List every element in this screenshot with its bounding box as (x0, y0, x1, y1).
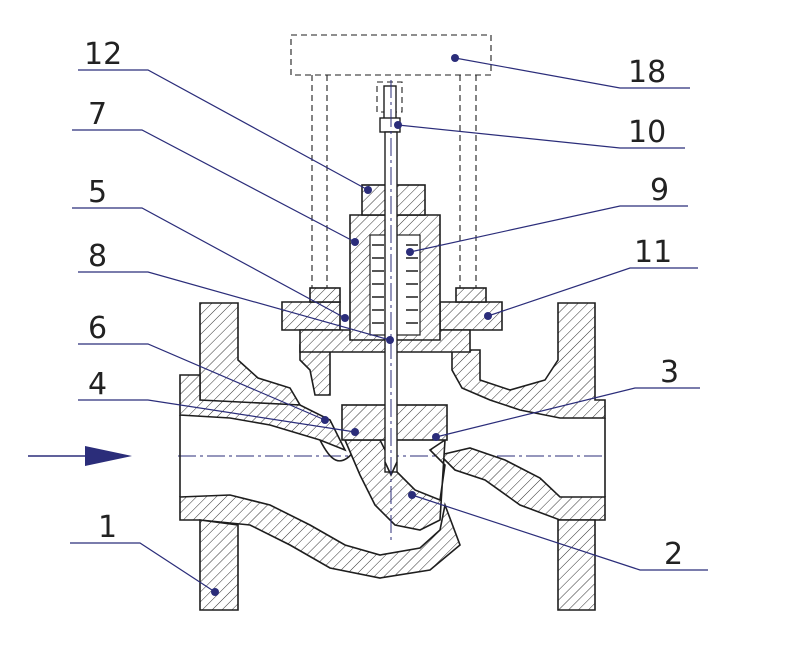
valve-stem (379, 80, 401, 540)
callout-7: 7 (88, 97, 107, 132)
callout-2: 2 (664, 537, 683, 572)
callout-5: 5 (88, 175, 107, 210)
leader-dots (211, 54, 492, 596)
callout-4: 4 (88, 367, 107, 402)
callout-3: 3 (660, 355, 679, 390)
valve-body (179, 302, 606, 611)
callout-18: 18 (628, 55, 666, 90)
callout-9: 9 (650, 173, 669, 208)
leader-lines (70, 57, 708, 593)
spring-icon (372, 244, 418, 324)
callout-11: 11 (634, 235, 672, 270)
callout-12: 12 (84, 37, 122, 72)
callout-6: 6 (88, 311, 107, 346)
callout-1: 1 (98, 510, 117, 545)
actuator-outline (290, 34, 492, 290)
flow-arrow-icon (28, 446, 132, 466)
callout-10: 10 (628, 115, 666, 150)
callout-8: 8 (88, 239, 107, 274)
